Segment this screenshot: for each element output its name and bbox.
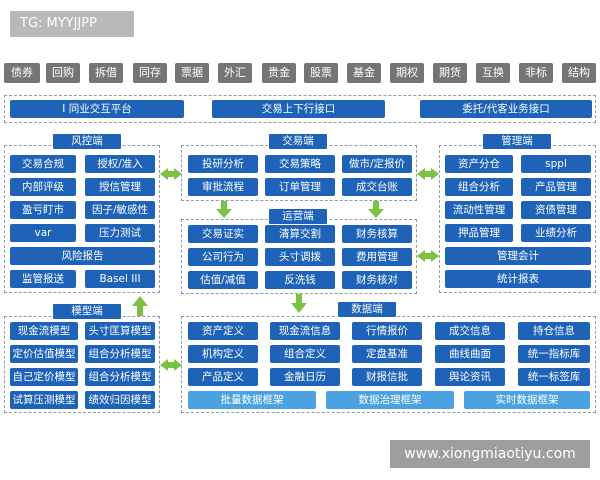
data-panel-title: 数据端 [337, 301, 397, 318]
risk-item[interactable]: 监管报送 [10, 270, 76, 288]
data-item[interactable]: 资产定义 [188, 322, 258, 340]
trade-item[interactable]: 交易策略 [265, 155, 335, 173]
category-item[interactable]: 同存 [133, 63, 167, 83]
data-framework[interactable]: 实时数据框架 [464, 391, 590, 409]
ops-panel-title: 运营端 [268, 208, 328, 225]
manage-item[interactable]: 资债管理 [521, 201, 591, 219]
ops-item[interactable]: 估值/减值 [188, 271, 258, 289]
category-item[interactable]: 非标 [519, 63, 553, 83]
category-item[interactable]: 票据 [175, 63, 209, 83]
ops-item[interactable]: 交易证实 [188, 225, 258, 243]
manage-item[interactable]: 组合分析 [445, 178, 513, 196]
data-item[interactable]: 机构定义 [188, 345, 258, 363]
down-arrow-icon [368, 201, 384, 218]
category-item[interactable]: 互换 [476, 63, 510, 83]
down-arrow-icon [216, 201, 232, 218]
manage-item[interactable]: 管理会计 [445, 247, 591, 265]
category-item[interactable]: 外汇 [218, 63, 252, 83]
model-item[interactable]: 绩效归因模型 [85, 391, 155, 409]
ops-item[interactable]: 财务核算 [342, 225, 412, 243]
model-item[interactable]: 自己定价模型 [10, 368, 78, 386]
double-arrow-icon [160, 168, 182, 180]
risk-item[interactable]: 因子/敏感性 [85, 201, 155, 219]
manage-item[interactable]: 押品管理 [445, 224, 513, 242]
model-item[interactable]: 组合分析模型 [85, 345, 155, 363]
ops-item[interactable]: 清算交割 [265, 225, 335, 243]
data-item[interactable]: 现金流信息 [270, 322, 340, 340]
manage-item[interactable]: 流动性管理 [445, 201, 513, 219]
category-item[interactable]: 拆借 [89, 63, 123, 83]
ops-item[interactable]: 费用管理 [342, 248, 412, 266]
down-arrow-icon [291, 294, 307, 313]
trade-panel-title: 交易端 [268, 133, 328, 150]
ops-item[interactable]: 财务核对 [342, 271, 412, 289]
risk-item[interactable]: var [10, 224, 76, 242]
category-item[interactable]: 基金 [347, 63, 381, 83]
model-item[interactable]: 试算压测模型 [10, 391, 78, 409]
category-item[interactable]: 贵金 [262, 63, 296, 83]
category-item[interactable]: 期权 [390, 63, 424, 83]
data-item[interactable]: 产品定义 [188, 368, 258, 386]
risk-item[interactable]: 压力测试 [85, 224, 155, 242]
manage-item[interactable]: 业绩分析 [521, 224, 591, 242]
risk-item[interactable]: 交易合规 [10, 155, 76, 173]
risk-item[interactable]: 授权/准入 [85, 155, 155, 173]
category-row: 债券 回购 拆借 同存 票据 外汇 贵金 股票 基金 期权 期货 互换 非标 结… [0, 63, 600, 85]
data-item[interactable]: 持仓信息 [518, 322, 590, 340]
data-item[interactable]: 金融日历 [270, 368, 340, 386]
risk-item[interactable]: Basel III [85, 270, 155, 288]
category-item[interactable]: 回购 [46, 63, 80, 83]
double-arrow-icon [417, 168, 439, 180]
data-item[interactable]: 舆论资讯 [435, 368, 505, 386]
category-item[interactable]: 债券 [4, 63, 40, 83]
trade-item[interactable]: 投研分析 [188, 155, 258, 173]
manage-item[interactable]: 产品管理 [521, 178, 591, 196]
category-item[interactable]: 结构 [562, 63, 596, 83]
manage-item[interactable]: 统计报表 [445, 270, 591, 288]
risk-panel-title: 风控端 [52, 133, 122, 150]
ops-item[interactable]: 反洗钱 [265, 271, 335, 289]
trade-item[interactable]: 订单管理 [265, 178, 335, 196]
watermark: www.xiongmiaotiyu.com [390, 440, 590, 468]
interface-item[interactable]: 交易上下行接口 [212, 100, 385, 118]
trade-item[interactable]: 做市/定报价 [342, 155, 412, 173]
data-item[interactable]: 组合定义 [270, 345, 340, 363]
interface-item[interactable]: 委托/代客业务接口 [420, 100, 592, 118]
trade-item[interactable]: 审批流程 [188, 178, 258, 196]
risk-item[interactable]: 盈亏盯市 [10, 201, 76, 219]
data-framework[interactable]: 批量数据框架 [188, 391, 316, 409]
ops-item[interactable]: 头寸调拨 [265, 248, 335, 266]
model-item[interactable]: 组合分析模型 [85, 368, 155, 386]
category-item[interactable]: 期货 [433, 63, 467, 83]
model-panel-title: 模型端 [52, 303, 122, 320]
data-item[interactable]: 曲线曲面 [435, 345, 505, 363]
risk-item[interactable]: 授信管理 [85, 178, 155, 196]
data-framework[interactable]: 数据治理框架 [326, 391, 454, 409]
data-item[interactable]: 统一指标库 [518, 345, 590, 363]
data-item[interactable]: 财报信批 [352, 368, 422, 386]
double-arrow-icon [417, 250, 439, 262]
double-arrow-icon [160, 359, 182, 371]
model-item[interactable]: 头寸匡算模型 [85, 322, 155, 340]
risk-item[interactable]: 风险报告 [10, 247, 155, 265]
data-item[interactable]: 成交信息 [435, 322, 505, 340]
model-item[interactable]: 现金流模型 [10, 322, 78, 340]
top-interface-bar [4, 95, 596, 123]
tg-tag: TG: MYYJJPP [10, 11, 134, 37]
model-item[interactable]: 定价估值模型 [10, 345, 78, 363]
data-item[interactable]: 行情报价 [352, 322, 422, 340]
category-item[interactable]: 股票 [304, 63, 338, 83]
data-item[interactable]: 统一标签库 [518, 368, 590, 386]
up-arrow-icon [132, 296, 148, 316]
trade-item[interactable]: 成交台账 [342, 178, 412, 196]
risk-item[interactable]: 内部评级 [10, 178, 76, 196]
manage-panel-title: 管理端 [482, 133, 552, 150]
data-item[interactable]: 定盘基准 [352, 345, 422, 363]
ops-item[interactable]: 公司行为 [188, 248, 258, 266]
manage-item[interactable]: sppl [521, 155, 591, 173]
interface-item[interactable]: I 同业交互平台 [10, 100, 184, 118]
manage-item[interactable]: 资产分仓 [445, 155, 513, 173]
